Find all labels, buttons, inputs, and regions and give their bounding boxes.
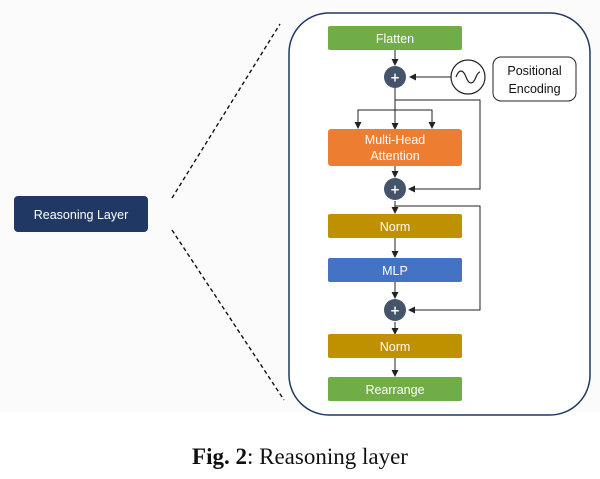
- add-node-2: +: [384, 178, 406, 200]
- sine-wave-icon: [450, 59, 486, 95]
- norm1-block: Norm: [328, 214, 462, 238]
- flatten-label: Flatten: [376, 32, 414, 46]
- residual-connection-1: [395, 99, 481, 193]
- attention-label-line2: Attention: [370, 149, 419, 163]
- add-node-3: +: [384, 299, 406, 321]
- attention-block: Multi-Head Attention: [328, 129, 462, 166]
- norm2-label: Norm: [380, 340, 411, 354]
- attention-label-line1: Multi-Head: [365, 133, 425, 147]
- reasoning-layer-label: Reasoning Layer: [34, 208, 129, 222]
- positional-encoding-line1: Positional: [507, 64, 561, 78]
- reasoning-layer-block: Reasoning Layer: [14, 196, 148, 232]
- add-node-2-symbol: +: [390, 183, 400, 197]
- caption-text: : Reasoning layer: [246, 444, 408, 469]
- add-node-1: +: [384, 66, 406, 88]
- rearrange-block: Rearrange: [328, 377, 462, 401]
- positional-encoding-line2: Encoding: [508, 82, 560, 96]
- positional-encoding-box: Positional Encoding: [492, 56, 577, 102]
- residual-connection-2: [395, 205, 481, 314]
- norm2-block: Norm: [328, 334, 462, 358]
- norm1-label: Norm: [380, 220, 411, 234]
- figure-caption: Fig. 2: Reasoning layer: [0, 444, 600, 470]
- reasoning-layer-diagram: Reasoning Layer Flatten: [14, 12, 591, 416]
- add-node-1-symbol: +: [390, 71, 400, 85]
- add-node-3-symbol: +: [390, 304, 400, 318]
- expansion-line-bottom: [171, 229, 285, 401]
- mlp-label: MLP: [382, 264, 408, 278]
- flatten-block: Flatten: [328, 26, 462, 50]
- expansion-line-top: [171, 23, 281, 199]
- rearrange-label: Rearrange: [365, 383, 424, 397]
- caption-figure-number: Fig. 2: [192, 444, 247, 469]
- mlp-block: MLP: [328, 258, 462, 282]
